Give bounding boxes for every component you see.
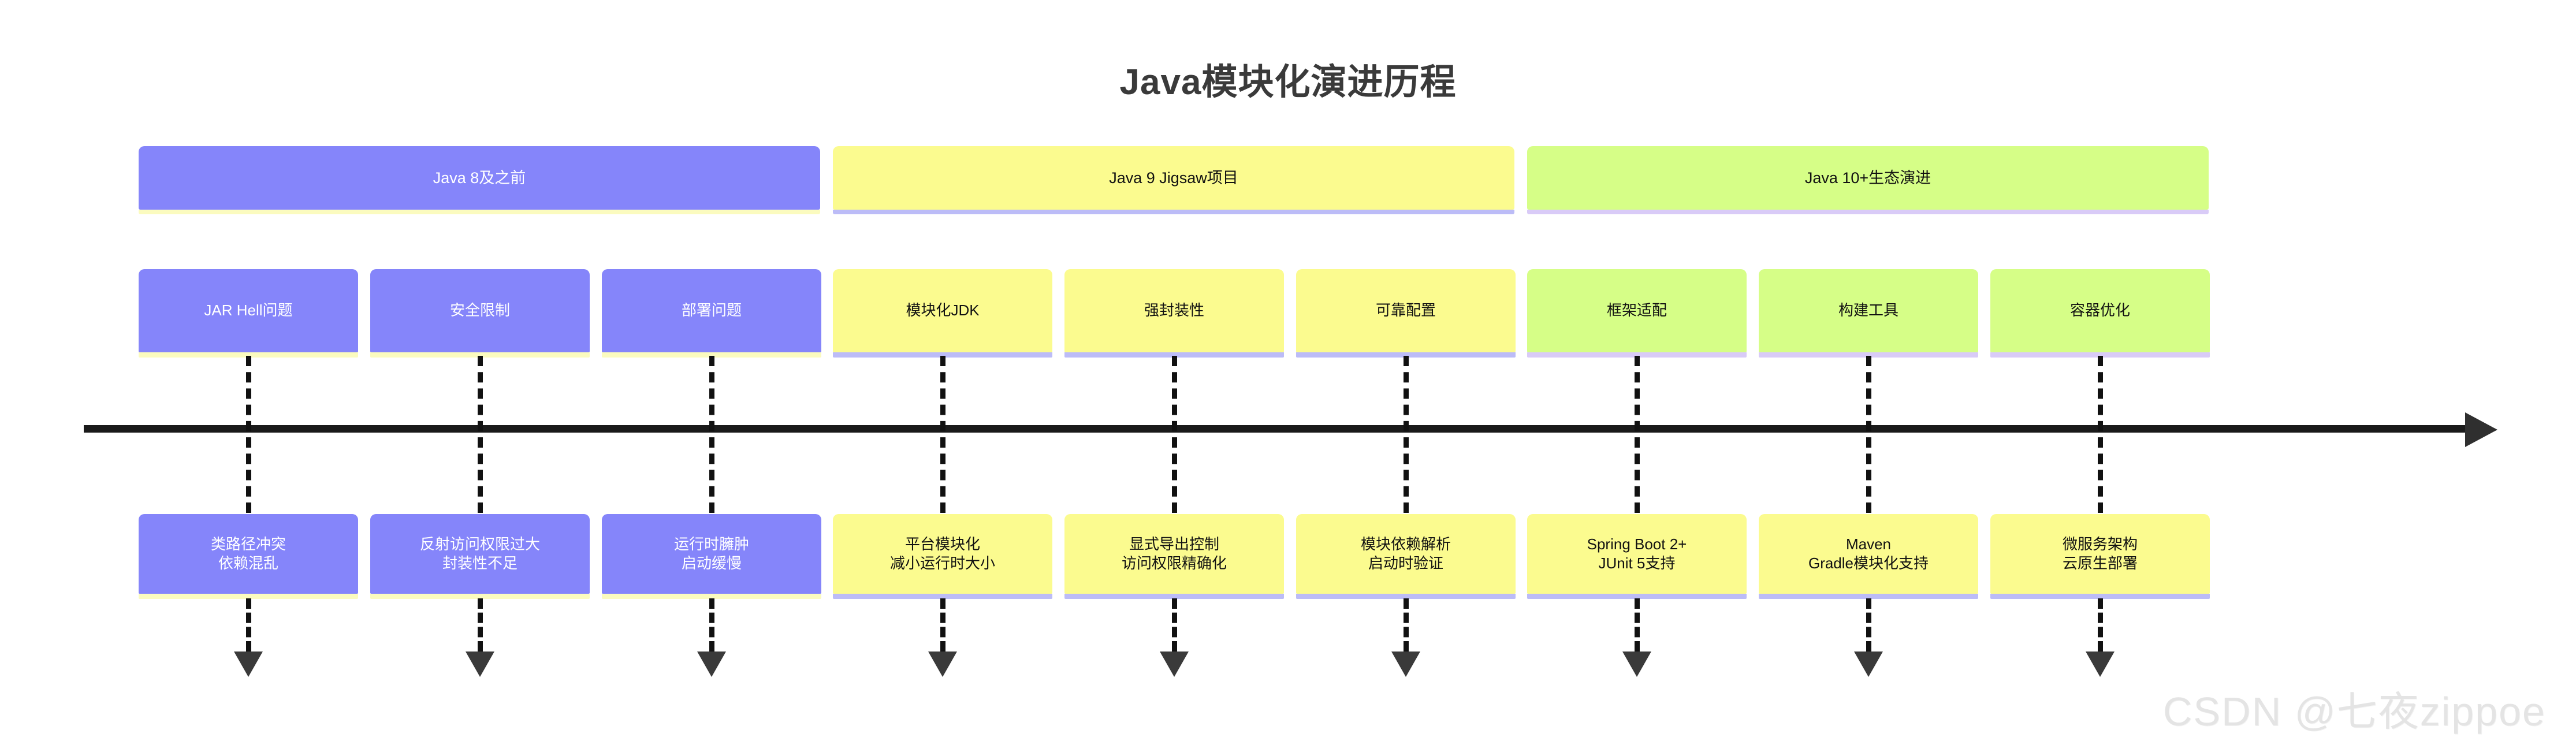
detail-card-label: 显式导出控制 访问权限精确化 — [1121, 535, 1227, 572]
detail-card[interactable]: 微服务架构 云原生部署 — [1990, 514, 2210, 599]
dashed-connector — [478, 598, 483, 652]
dashed-connector — [2098, 356, 2103, 513]
detail-card-label: Spring Boot 2+ JUnit 5支持 — [1587, 535, 1687, 572]
detail-card[interactable]: 平台模块化 减小运行时大小 — [833, 514, 1052, 599]
topic-card-label: 容器优化 — [2069, 301, 2130, 319]
topic-card-label: 构建工具 — [1838, 301, 1899, 319]
detail-card[interactable]: 运行时臃肿 启动缓慢 — [602, 514, 821, 599]
detail-card-label: 平台模块化 减小运行时大小 — [889, 535, 995, 572]
detail-card-label: 微服务架构 云原生部署 — [2062, 535, 2138, 572]
dashed-connector — [2098, 598, 2103, 652]
connector-arrow-icon — [466, 652, 494, 677]
dashed-connector — [1866, 598, 1871, 652]
detail-card[interactable]: Maven Gradle模块化支持 — [1759, 514, 1978, 599]
era-bar-underline — [833, 210, 1514, 214]
detail-card-underline — [1064, 594, 1284, 599]
detail-card-label: Maven Gradle模块化支持 — [1808, 535, 1929, 572]
dashed-connector — [1172, 598, 1177, 652]
detail-card-underline — [1527, 594, 1747, 599]
detail-card-underline — [139, 594, 358, 599]
connector-arrow-icon — [1160, 652, 1189, 677]
topic-card-underline — [1296, 352, 1516, 358]
detail-card-underline — [833, 594, 1052, 599]
topic-card-underline — [1759, 352, 1978, 358]
era-bar-label: Java 10+生态演进 — [1804, 169, 1931, 187]
dashed-connector — [940, 598, 945, 652]
era-bar-underline — [139, 210, 820, 214]
topic-card-underline — [602, 352, 821, 358]
topic-card-label: 部署问题 — [681, 301, 742, 319]
dashed-connector — [709, 598, 714, 652]
era-bar-label: Java 8及之前 — [433, 169, 526, 187]
topic-card-label: 安全限制 — [449, 301, 510, 319]
topic-card-underline — [139, 352, 358, 358]
watermark: CSDN @七夜zippoe — [2162, 689, 2546, 734]
topic-card-underline — [370, 352, 590, 358]
detail-card-row: 类路径冲突 依赖混乱 反射访问权限过大 封装性不足 运行时臃肿 启动缓慢 平台模块化 … — [0, 514, 2576, 606]
connector-arrow-icon — [1854, 652, 1883, 677]
dashed-connector — [478, 356, 483, 513]
era-bar[interactable]: Java 8及之前 — [139, 146, 820, 214]
detail-card-label: 运行时臃肿 启动缓慢 — [673, 535, 749, 572]
detail-card-underline — [1759, 594, 1978, 599]
topic-card-underline — [833, 352, 1052, 358]
dashed-connector — [246, 598, 251, 652]
connector-arrow-icon — [1391, 652, 1420, 677]
timeline-axis-line — [84, 425, 2466, 433]
era-bar-label: Java 9 Jigsaw项目 — [1109, 169, 1238, 187]
topic-card-label: 可靠配置 — [1375, 301, 1436, 319]
topic-card[interactable]: 构建工具 — [1759, 269, 1978, 358]
detail-card-label: 类路径冲突 依赖混乱 — [210, 535, 286, 572]
topic-card[interactable]: 安全限制 — [370, 269, 590, 358]
era-bar[interactable]: Java 10+生态演进 — [1527, 146, 2209, 214]
detail-card[interactable]: 反射访问权限过大 封装性不足 — [370, 514, 590, 599]
connector-arrow-icon — [2086, 652, 2115, 677]
topic-card-underline — [1990, 352, 2210, 358]
detail-card-underline — [1990, 594, 2210, 599]
era-bar-row: Java 8及之前 Java 9 Jigsaw项目 Java 10+生态演进 — [0, 146, 2576, 214]
dashed-connector — [246, 356, 251, 513]
detail-card-label: 模块依赖解析 启动时验证 — [1360, 535, 1451, 572]
topic-card-label: 模块化JDK — [906, 301, 980, 319]
connector-arrow-icon — [697, 652, 726, 677]
topic-card-label: JAR Hell问题 — [204, 301, 293, 319]
dashed-connector — [1635, 356, 1640, 513]
dashed-connector — [1866, 356, 1871, 513]
dashed-connector — [709, 356, 714, 513]
detail-card-underline — [602, 594, 821, 599]
topic-card-row: JAR Hell问题 安全限制 部署问题 模块化JDK 强封装性 可靠配置 框架适配 构建工具… — [0, 269, 2576, 362]
topic-card[interactable]: 强封装性 — [1064, 269, 1284, 358]
dashed-connector — [940, 356, 945, 513]
timeline-arrow-icon — [2465, 412, 2497, 447]
detail-card-underline — [370, 594, 590, 599]
detail-card[interactable]: 显式导出控制 访问权限精确化 — [1064, 514, 1284, 599]
detail-card-label: 反射访问权限过大 封装性不足 — [419, 535, 540, 572]
topic-card[interactable]: 可靠配置 — [1296, 269, 1516, 358]
topic-card-underline — [1527, 352, 1747, 358]
topic-card[interactable]: 部署问题 — [602, 269, 821, 358]
page-title: Java模块化演进历程 — [1119, 62, 1457, 102]
detail-card-underline — [1296, 594, 1516, 599]
dashed-connector — [1404, 356, 1409, 513]
connector-arrow-icon — [234, 652, 263, 677]
topic-card-label: 框架适配 — [1606, 301, 1667, 319]
era-bar[interactable]: Java 9 Jigsaw项目 — [833, 146, 1514, 214]
topic-card-underline — [1064, 352, 1284, 358]
topic-card[interactable]: 容器优化 — [1990, 269, 2210, 358]
connector-arrow-icon — [928, 652, 957, 677]
connector-arrow-icon — [1622, 652, 1651, 677]
detail-card[interactable]: 类路径冲突 依赖混乱 — [139, 514, 358, 599]
topic-card[interactable]: 模块化JDK — [833, 269, 1052, 358]
topic-card[interactable]: 框架适配 — [1527, 269, 1747, 358]
detail-card[interactable]: 模块依赖解析 启动时验证 — [1296, 514, 1516, 599]
dashed-connector — [1404, 598, 1409, 652]
topic-card[interactable]: JAR Hell问题 — [139, 269, 358, 358]
era-bar-underline — [1527, 210, 2209, 214]
dashed-connector — [1172, 356, 1177, 513]
topic-card-label: 强封装性 — [1144, 301, 1204, 319]
detail-card[interactable]: Spring Boot 2+ JUnit 5支持 — [1527, 514, 1747, 599]
dashed-connector — [1635, 598, 1640, 652]
